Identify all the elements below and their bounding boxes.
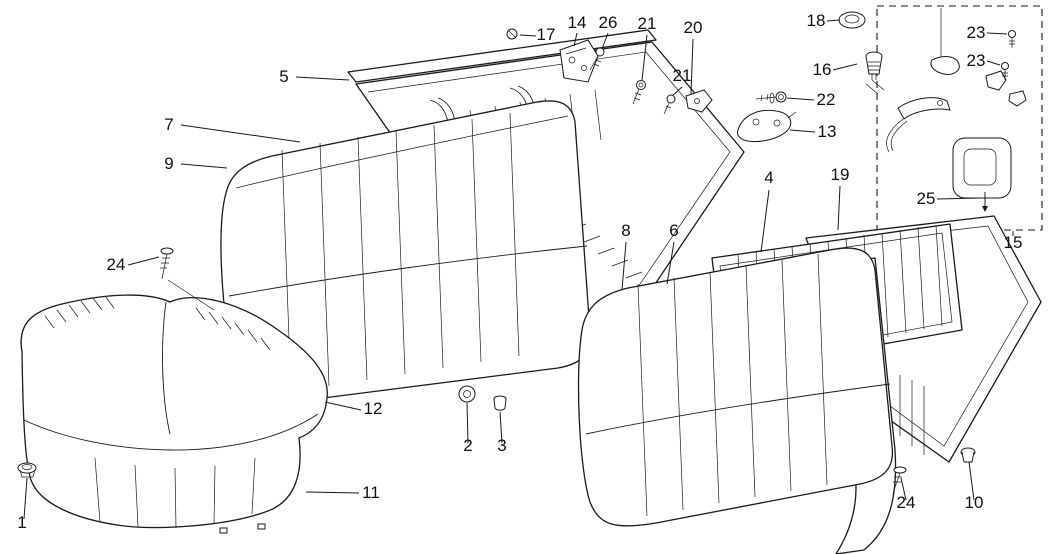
callout-5: 5 [279,67,288,86]
callout-11: 11 [362,483,380,502]
callout-3: 3 [497,436,506,455]
callout-24-b: 24 [897,493,916,512]
callout-7: 7 [164,115,173,134]
screw-23-a [1008,30,1016,48]
screw-26 [589,47,605,71]
leader-lines [23,19,1014,520]
clip-1 [17,462,37,478]
bracket-13 [736,109,797,143]
bracket-20 [685,89,713,113]
callout-4: 4 [764,168,773,187]
callout-25: 25 [917,189,936,208]
latch-cable [890,120,908,152]
break-marks [865,79,885,95]
bracket-14 [559,39,599,83]
callout-1: 1 [17,513,26,532]
screw-23-b [1001,62,1009,80]
callout-13: 13 [818,122,837,141]
cushion-mount-tab [219,527,228,534]
callout-14: 14 [568,13,587,32]
callout-6: 6 [669,221,678,240]
callout-15: 15 [1004,233,1023,252]
bolt-22 [755,91,787,104]
callout-21-b: 21 [673,66,692,85]
cushion-mount-tab-2 [257,523,266,530]
callout-9: 9 [164,154,173,173]
bolt-21-a [632,80,646,105]
cap-18 [838,11,866,29]
latch-bezel [952,137,1012,199]
callout-18: 18 [807,11,826,30]
seat-cushion [20,294,328,534]
inset-detail-box [865,5,1043,231]
callout-labels: 17 14 26 21 20 18 23 23 16 21 22 13 5 7 … [17,11,1022,532]
knob-16 [865,51,883,80]
callout-19: 19 [831,165,850,184]
seat-back-left [220,100,591,404]
screw-17 [506,28,518,40]
clip-10 [960,447,976,463]
callout-12: 12 [364,399,383,418]
callout-24-a: 24 [107,255,126,274]
latch-lever [897,97,951,120]
bolt-21-b [663,94,676,115]
callout-16: 16 [813,60,832,79]
screw-24-b [892,466,907,496]
callout-23-a: 23 [967,23,986,42]
callout-26: 26 [599,13,618,32]
callout-17: 17 [537,25,556,44]
screw-24-a [160,247,215,311]
callout-10: 10 [965,493,984,512]
callout-2: 2 [463,436,472,455]
callout-20: 20 [684,18,703,37]
seat-back-right [577,247,897,554]
latch-hook-2 [1008,90,1027,107]
grommet-2 [458,385,476,403]
latch-striker [930,56,960,75]
callout-23-b: 23 [967,51,986,70]
nut-3 [493,395,507,411]
callout-21-a: 21 [638,14,657,33]
callout-8: 8 [621,221,630,240]
latch-hook [985,70,1007,91]
callout-22: 22 [817,90,836,109]
